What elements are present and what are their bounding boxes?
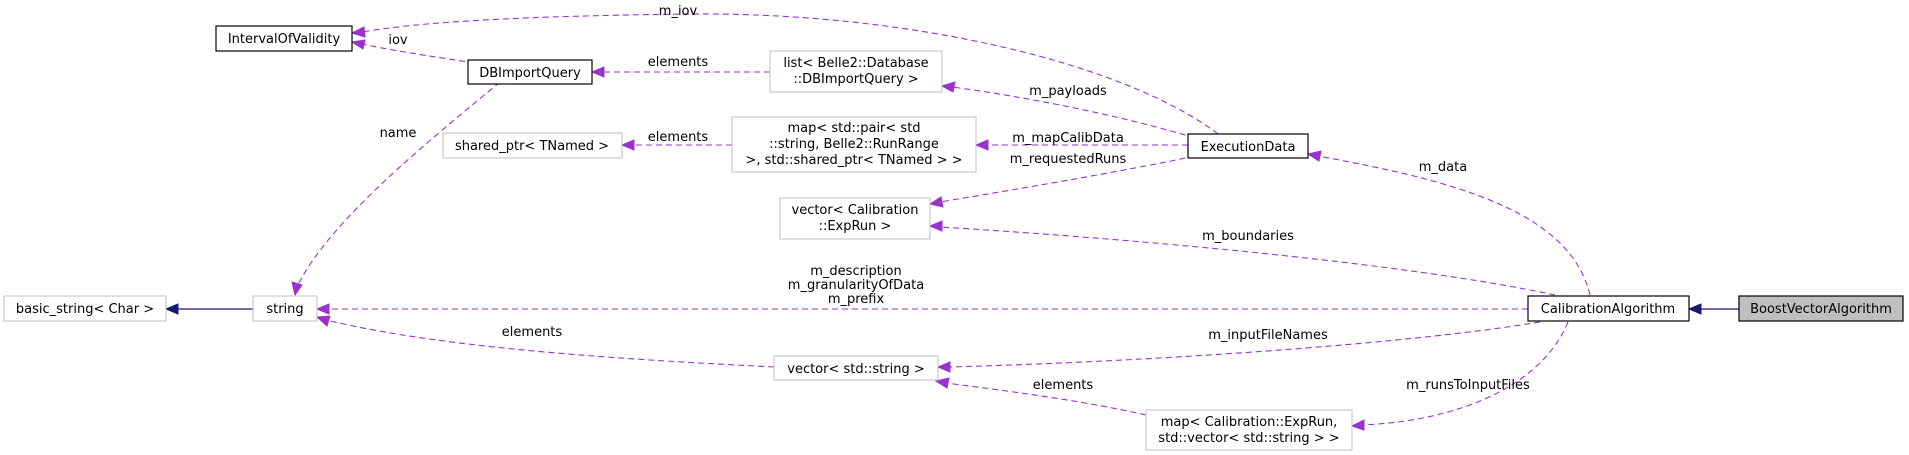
label-m-runstoinputfiles: m_runsToInputFiles (1406, 378, 1530, 393)
arrow-elements-dbquery (590, 66, 605, 78)
arrow-string-members (315, 303, 330, 315)
node-interval-of-validity[interactable]: IntervalOfValidity (215, 25, 353, 52)
label-m-boundaries: m_boundaries (1202, 229, 1294, 244)
arrow-boost-inherits-calibration (1687, 303, 1702, 315)
arrow-m-payloads (940, 81, 956, 93)
node-vector-calibration-exprun-line2: ::ExpRun > (819, 219, 892, 234)
edge-m-requestedruns (939, 155, 1196, 203)
node-map-calibration-exprun[interactable]: map< Calibration::ExpRun, std::vector< s… (1145, 409, 1353, 451)
arrow-elements-vector-string (315, 315, 331, 327)
label-m-requestedruns: m_requestedRuns (1010, 152, 1127, 167)
edge-name (297, 81, 501, 286)
label-m-mapcalibdata: m_mapCalibData (1012, 131, 1124, 146)
node-map-pair-string[interactable]: map< std::pair< std ::string, Belle2::Ru… (731, 116, 977, 173)
edge-m-payloads (951, 86, 1196, 139)
node-execution-data[interactable]: ExecutionData (1187, 133, 1309, 159)
node-list-dbimportquery-line1: list< Belle2::Database (783, 56, 928, 71)
label-m-payloads: m_payloads (1029, 84, 1107, 99)
label-elements-dbquery: elements (648, 55, 709, 70)
arrow-elements-map-exprun (934, 377, 950, 389)
arrow-m-mapcalibdata (974, 139, 989, 151)
arrow-m-data (1306, 150, 1322, 162)
arrow-m-runstoinputfiles (1350, 419, 1365, 431)
label-m-description: m_description (810, 264, 901, 279)
label-m-iov: m_iov (659, 4, 698, 19)
node-map-calibration-exprun-line2: std::vector< std::string > > (1158, 431, 1339, 446)
node-string[interactable]: string (252, 295, 318, 322)
node-interval-of-validity-label: IntervalOfValidity (228, 32, 341, 47)
node-map-pair-string-line2: ::string, Belle2::RunRange (769, 137, 939, 152)
edge-m-data (1317, 155, 1591, 296)
arrow-elements-shared-ptr (620, 139, 635, 151)
edge-elements-map-exprun (945, 382, 1147, 416)
node-vector-calibration-exprun-line1: vector< Calibration (792, 203, 919, 218)
label-elements-vector-string: elements (502, 325, 563, 340)
node-execution-data-label: ExecutionData (1201, 140, 1296, 155)
label-iov: iov (388, 33, 408, 48)
node-basic-string-char-label: basic_string< Char > (16, 302, 154, 317)
node-vector-std-string-label: vector< std::string > (787, 362, 924, 377)
label-elements-shared-ptr: elements (648, 130, 709, 145)
node-db-import-query-label: DBImportQuery (479, 66, 581, 81)
node-boost-vector-algorithm-label: BoostVectorAlgorithm (1750, 302, 1892, 317)
edge-iov (361, 43, 476, 64)
node-shared-ptr-tnamed-label: shared_ptr< TNamed > (455, 139, 609, 154)
arrow-name (291, 281, 303, 297)
edge-m-boundaries (939, 226, 1556, 296)
edge-m-iov (361, 13, 1219, 135)
node-map-calibration-exprun-line1: map< Calibration::ExpRun, (1161, 415, 1338, 430)
node-list-dbimportquery-line2: ::DBImportQuery > (793, 72, 918, 87)
node-vector-std-string[interactable]: vector< std::string > (773, 355, 939, 381)
node-db-import-query[interactable]: DBImportQuery (467, 59, 593, 85)
label-m-prefix: m_prefix (828, 292, 885, 307)
node-calibration-algorithm[interactable]: CalibrationAlgorithm (1527, 295, 1690, 322)
label-m-inputfilenames: m_inputFileNames (1208, 328, 1328, 343)
node-list-dbimportquery[interactable]: list< Belle2::Database ::DBImportQuery > (769, 50, 943, 93)
node-map-pair-string-line1: map< std::pair< std (787, 121, 920, 136)
label-name: name (380, 126, 417, 141)
node-map-pair-string-line3: >, std::shared_ptr< TNamed > > (745, 153, 962, 168)
node-boost-vector-algorithm[interactable]: BoostVectorAlgorithm (1738, 295, 1904, 322)
edge-m-runstoinputfiles (1359, 321, 1569, 426)
node-basic-string-char[interactable]: basic_string< Char > (3, 295, 167, 322)
node-string-label: string (266, 302, 303, 317)
label-elements-map-exprun: elements (1033, 378, 1094, 393)
edge-elements-vector-string (325, 319, 775, 368)
arrow-m-iov (350, 26, 366, 38)
node-calibration-algorithm-label: CalibrationAlgorithm (1541, 302, 1675, 317)
arrow-string-inherits-basic-string (164, 303, 179, 315)
label-m-data: m_data (1419, 160, 1467, 175)
arrow-m-boundaries (928, 220, 943, 232)
arrow-m-requestedruns (928, 196, 944, 208)
arrow-m-inputfilenames (936, 361, 951, 373)
arrow-iov (350, 39, 366, 50)
node-vector-calibration-exprun[interactable]: vector< Calibration ::ExpRun > (779, 197, 931, 240)
node-shared-ptr-tnamed[interactable]: shared_ptr< TNamed > (442, 132, 623, 159)
label-m-granularityofdata: m_granularityOfData (788, 278, 924, 293)
